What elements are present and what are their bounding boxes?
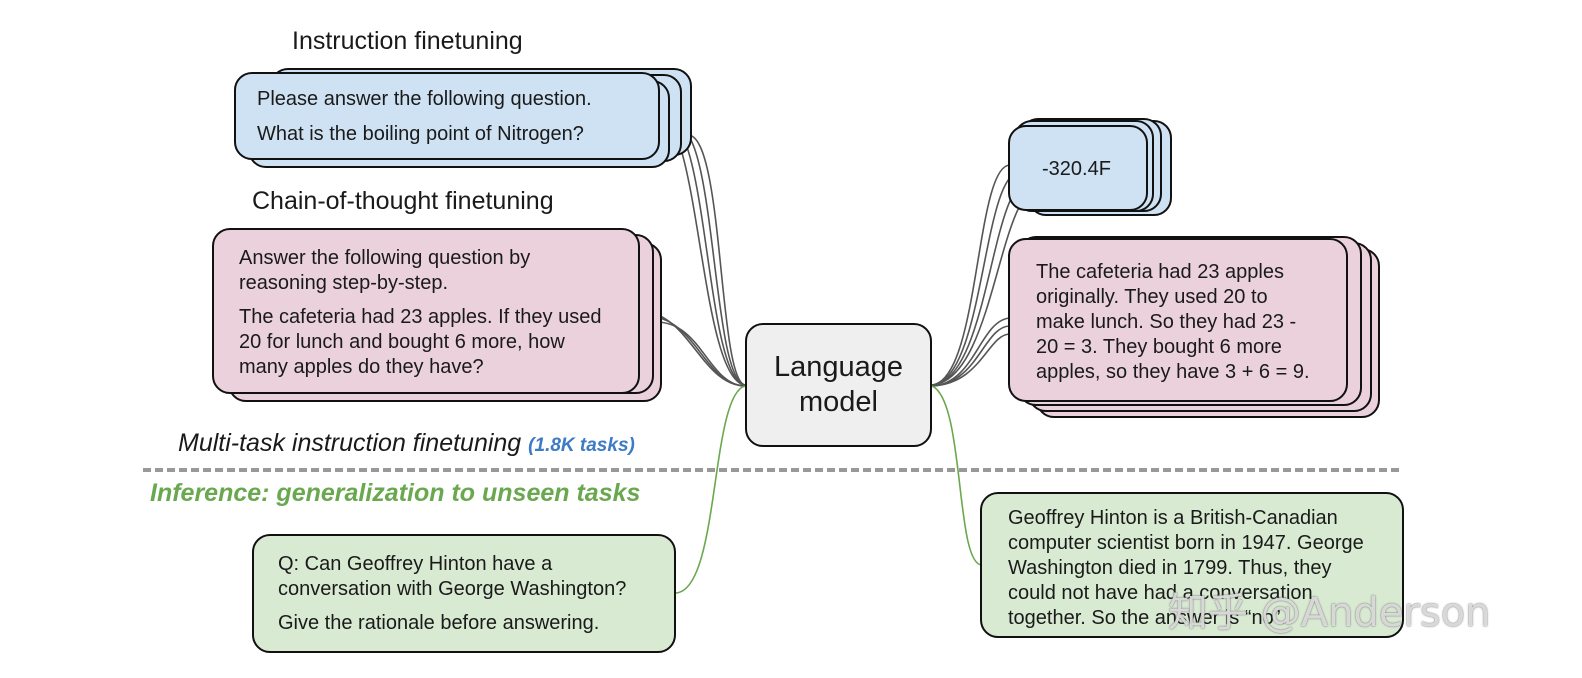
inference-instruction-text: Give the rationale before answering. <box>278 612 600 634</box>
wire-reasoning-1 <box>931 317 1011 387</box>
wire-reasoning-2 <box>931 325 1011 387</box>
reasoning-text: The cafeteria had 23 apples originally. … <box>1036 261 1310 383</box>
wire-answer-1 <box>931 164 1011 386</box>
language-model-box: Language model <box>745 323 932 447</box>
cot-question-text: The cafeteria had 23 apples. If they use… <box>239 306 602 378</box>
instruction-line-2: What is the boiling point of Nitrogen? <box>257 123 584 145</box>
inference-input-card: Q: Can Geoffrey Hinton have a conversati… <box>252 534 676 653</box>
wire-instruction-4 <box>687 134 746 386</box>
multitask-title: Multi-task instruction finetuning (1.8K … <box>178 429 635 458</box>
model-label-line-1: Language <box>773 351 904 383</box>
answer-text: -320.4F <box>1042 158 1111 180</box>
wire-inference-in <box>675 385 746 594</box>
cot-input-card: Answer the following question by reasoni… <box>212 228 640 394</box>
task-count-badge: (1.8K tasks) <box>528 435 635 456</box>
model-label-line-2: model <box>799 386 878 418</box>
inference-answer-text: Geoffrey Hinton is a British-Canadian co… <box>1008 507 1364 629</box>
reasoning-output-card: The cafeteria had 23 apples originally. … <box>1008 238 1348 402</box>
answer-output-card: -320.4F <box>1008 125 1148 211</box>
inference-question-text: Q: Can Geoffrey Hinton have a conversati… <box>278 553 627 600</box>
inference-title: Inference: generalization to unseen task… <box>150 479 641 507</box>
watermark-text: 知乎 @Anderson <box>1168 590 1491 636</box>
cot-finetuning-title: Chain-of-thought finetuning <box>252 187 554 215</box>
train-inference-divider <box>143 468 1399 472</box>
instruction-input-card: Please answer the following question. Wh… <box>234 72 660 160</box>
wire-instruction-2 <box>667 121 746 386</box>
instruction-line-1: Please answer the following question. <box>257 88 592 110</box>
multitask-label: Multi-task instruction finetuning <box>178 429 522 457</box>
cot-instruction-text: Answer the following question by reasoni… <box>239 247 531 294</box>
wire-answer-2 <box>931 171 1021 386</box>
instruction-finetuning-title: Instruction finetuning <box>292 27 523 55</box>
wire-reasoning-3 <box>931 333 1011 387</box>
wire-cot-3 <box>655 321 746 387</box>
wire-inference-out <box>931 385 983 566</box>
inference-output-card: Geoffrey Hinton is a British-Canadian co… <box>980 492 1404 638</box>
wire-instruction-3 <box>677 127 746 386</box>
